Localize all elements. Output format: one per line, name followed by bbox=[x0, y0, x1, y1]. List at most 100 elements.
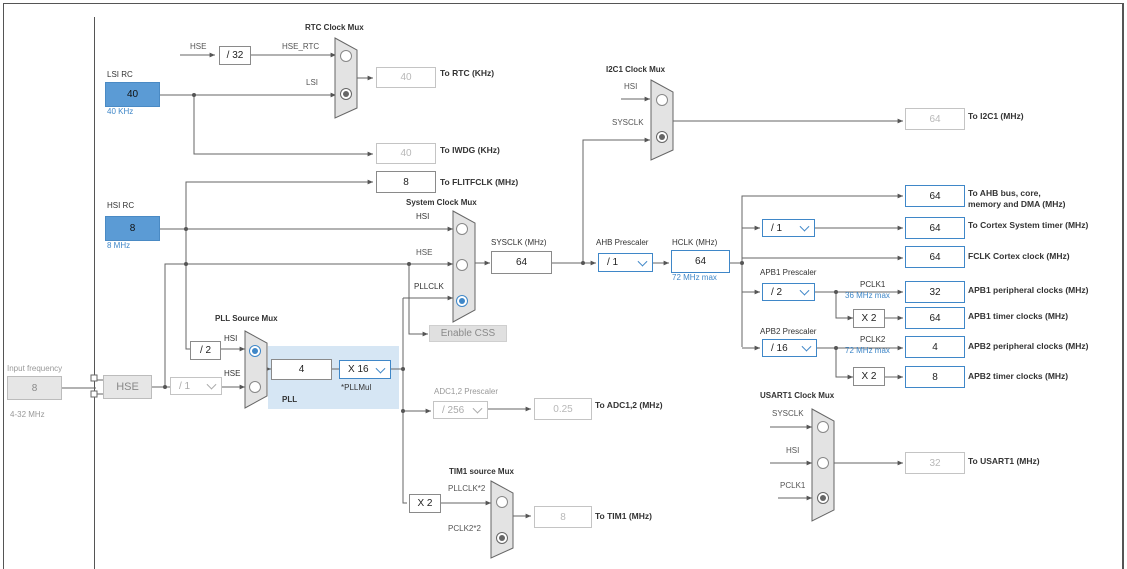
lsi-rc-value[interactable]: 40 bbox=[105, 82, 160, 107]
usart1-clock-mux-title: USART1 Clock Mux bbox=[760, 391, 835, 400]
chevron-down-icon bbox=[799, 285, 810, 296]
sysclk-label: SYSCLK (MHz) bbox=[491, 238, 547, 247]
pclk2-label: PCLK2 bbox=[860, 335, 886, 344]
pll-source-mux-title: PLL Source Mux bbox=[215, 314, 278, 323]
tim1-pllclk2-label: PLLCLK*2 bbox=[448, 484, 486, 493]
flitfclk-output-value: 8 bbox=[376, 171, 436, 193]
tim1-output-label: To TIM1 (MHz) bbox=[595, 511, 652, 521]
canvas-frame bbox=[3, 3, 1124, 569]
ahb-bus-output-label-line1: To AHB bus, core, bbox=[968, 188, 1041, 198]
rtc-mux-lsi-option[interactable] bbox=[340, 88, 352, 100]
adc-output-value: 0.25 bbox=[534, 398, 592, 420]
hclk-value[interactable]: 64 bbox=[671, 250, 730, 273]
system-mux-pllclk-option[interactable] bbox=[456, 295, 468, 307]
system-mux-pllclk-label: PLLCLK bbox=[414, 282, 444, 291]
input-frequency-field[interactable]: 8 bbox=[7, 376, 62, 400]
rtc-hse-divider: / 32 bbox=[219, 46, 251, 65]
apb1-prescaler-select[interactable]: / 2 bbox=[762, 283, 815, 301]
hse-predivider-value: / 1 bbox=[179, 380, 191, 392]
usart1-output-value: 32 bbox=[905, 452, 965, 474]
i2c1-mux-hsi-option[interactable] bbox=[656, 94, 668, 106]
rtc-output-label: To RTC (KHz) bbox=[440, 68, 495, 78]
ahb-prescaler-label: AHB Prescaler bbox=[596, 238, 649, 247]
chevron-down-icon bbox=[472, 403, 483, 414]
chevron-down-icon bbox=[637, 256, 648, 267]
i2c1-hsi-label: HSI bbox=[624, 82, 638, 91]
rtc-mux-hse-option[interactable] bbox=[340, 50, 352, 62]
flitfclk-output-label: To FLITFCLK (MHz) bbox=[440, 177, 519, 187]
hsi-rc-label: HSI RC bbox=[107, 201, 135, 210]
system-mux-hsi-label: HSI bbox=[416, 212, 430, 221]
input-frequency-label: Input frequency bbox=[7, 364, 63, 373]
pll-hsi-divider: / 2 bbox=[190, 341, 221, 360]
ahb-bus-output-value: 64 bbox=[905, 185, 965, 207]
usart1-mux-sysclk-option[interactable] bbox=[817, 421, 829, 433]
i2c1-clock-mux-title: I2C1 Clock Mux bbox=[606, 65, 666, 74]
pll-input-value: 4 bbox=[271, 359, 332, 380]
rtc-output-value: 40 bbox=[376, 67, 436, 88]
tim1-output-value: 8 bbox=[534, 506, 592, 528]
pll-label: PLL bbox=[282, 395, 298, 404]
usart1-hsi-label: HSI bbox=[786, 446, 800, 455]
apb1-timer-output-label: APB1 timer clocks (MHz) bbox=[968, 311, 1069, 321]
apb1-prescaler-value: / 2 bbox=[771, 286, 783, 298]
fclk-output-value: 64 bbox=[905, 246, 965, 268]
adc-prescaler-select[interactable]: / 256 bbox=[433, 401, 488, 419]
i2c1-output-value: 64 bbox=[905, 108, 965, 130]
sysclk-value[interactable]: 64 bbox=[491, 251, 552, 274]
hclk-label: HCLK (MHz) bbox=[672, 238, 718, 247]
rtc-hse-input-label: HSE bbox=[190, 42, 207, 51]
apb2-prescaler-select[interactable]: / 16 bbox=[762, 339, 817, 357]
chevron-down-icon bbox=[801, 341, 812, 352]
tim1-source-mux-title: TIM1 source Mux bbox=[449, 467, 514, 476]
pclk1-label: PCLK1 bbox=[860, 280, 886, 289]
hsi-rc-value[interactable]: 8 bbox=[105, 216, 160, 241]
usart1-mux-hsi-option[interactable] bbox=[817, 457, 829, 469]
pll-multiplier-select[interactable]: X 16 bbox=[339, 360, 391, 379]
apb1-max-label: 36 MHz max bbox=[845, 291, 890, 300]
pll-multiplier-label: *PLLMul bbox=[341, 383, 372, 392]
lsi-rc-frequency: 40 KHz bbox=[107, 107, 134, 116]
apb1-peripheral-output-label: APB1 peripheral clocks (MHz) bbox=[968, 285, 1089, 295]
adc-output-label: To ADC1,2 (MHz) bbox=[595, 400, 663, 410]
pll-source-mux bbox=[244, 330, 268, 409]
pll-source-hsi-option[interactable] bbox=[249, 345, 261, 357]
system-mux-hse-option[interactable] bbox=[456, 259, 468, 271]
cortex-timer-output-label: To Cortex System timer (MHz) bbox=[968, 220, 1089, 230]
system-mux-hsi-option[interactable] bbox=[456, 223, 468, 235]
usart1-mux-pclk1-option[interactable] bbox=[817, 492, 829, 504]
enable-css-button[interactable]: Enable CSS bbox=[429, 325, 507, 342]
i2c1-sysclk-label: SYSCLK bbox=[612, 118, 644, 127]
tim1-mux-pllclk2-option[interactable] bbox=[496, 496, 508, 508]
apb1-timer-multiplier: X 2 bbox=[853, 309, 885, 328]
apb1-timer-output-value: 64 bbox=[905, 307, 965, 329]
usart1-sysclk-label: SYSCLK bbox=[772, 409, 804, 418]
ahb-prescaler-value: / 1 bbox=[607, 257, 619, 268]
ahb-prescaler-select[interactable]: / 1 bbox=[598, 253, 653, 272]
usart1-pclk1-label: PCLK1 bbox=[780, 481, 806, 490]
pll-multiplier-value: X 16 bbox=[348, 364, 369, 375]
fclk-output-label: FCLK Cortex clock (MHz) bbox=[968, 251, 1070, 261]
pll-source-hse-label: HSE bbox=[224, 369, 241, 378]
hclk-max-label: 72 MHz max bbox=[672, 273, 717, 282]
apb2-prescaler-value: / 16 bbox=[771, 342, 788, 354]
usart1-output-label: To USART1 (MHz) bbox=[968, 456, 1040, 466]
i2c1-mux-sysclk-option[interactable] bbox=[656, 131, 668, 143]
adc-prescaler-label: ADC1,2 Prescaler bbox=[434, 387, 499, 396]
pll-source-hse-option[interactable] bbox=[249, 381, 261, 393]
hsi-rc-frequency: 8 MHz bbox=[107, 241, 131, 250]
tim1-mux-pclk2x2-option[interactable] bbox=[496, 532, 508, 544]
apb2-max-label: 72 MHz max bbox=[845, 346, 890, 355]
hse-oscillator-block[interactable]: HSE bbox=[103, 375, 152, 399]
system-mux-hse-label: HSE bbox=[416, 248, 433, 257]
apb2-prescaler-label: APB2 Prescaler bbox=[760, 327, 817, 336]
cortex-timer-divider-select[interactable]: / 1 bbox=[762, 219, 815, 237]
apb1-prescaler-label: APB1 Prescaler bbox=[760, 268, 817, 277]
apb2-timer-output-value: 8 bbox=[905, 366, 965, 388]
apb2-timer-output-label: APB2 timer clocks (MHz) bbox=[968, 371, 1069, 381]
system-clock-mux-title: System Clock Mux bbox=[406, 198, 477, 207]
hse-predivider-select[interactable]: / 1 bbox=[170, 377, 222, 395]
i2c1-clock-mux bbox=[650, 79, 674, 161]
pll-source-hsi-label: HSI bbox=[224, 334, 238, 343]
i2c1-output-label: To I2C1 (MHz) bbox=[968, 111, 1024, 121]
